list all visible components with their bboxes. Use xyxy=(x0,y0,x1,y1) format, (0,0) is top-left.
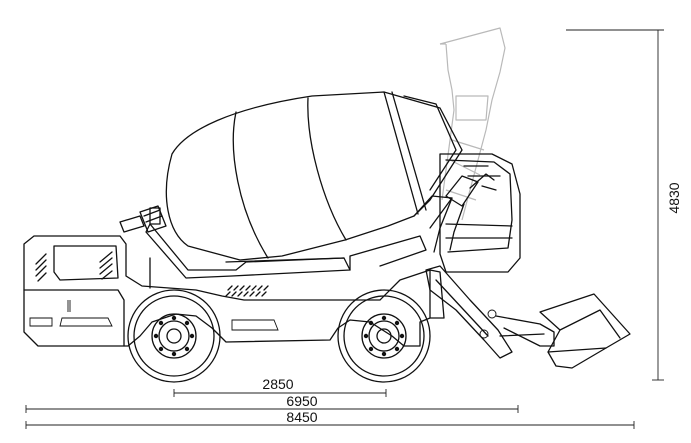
cab xyxy=(439,153,521,273)
raised-loader-arm-ghost xyxy=(439,27,506,221)
drive-motor xyxy=(119,205,167,233)
rear-wheel xyxy=(337,289,431,383)
loader-bucket xyxy=(539,293,631,369)
dimension-lines xyxy=(25,29,664,429)
vent-slots xyxy=(35,251,269,297)
overall-length-label: 8450 xyxy=(286,409,317,425)
overall-height-label: 4830 xyxy=(666,182,682,213)
loader-arm xyxy=(425,173,555,359)
mixer-drum xyxy=(165,91,463,261)
body-length-label: 6950 xyxy=(286,393,317,409)
drum-support-frame xyxy=(145,195,453,279)
wheelbase-label: 2850 xyxy=(262,376,293,392)
front-wheel xyxy=(127,289,221,383)
